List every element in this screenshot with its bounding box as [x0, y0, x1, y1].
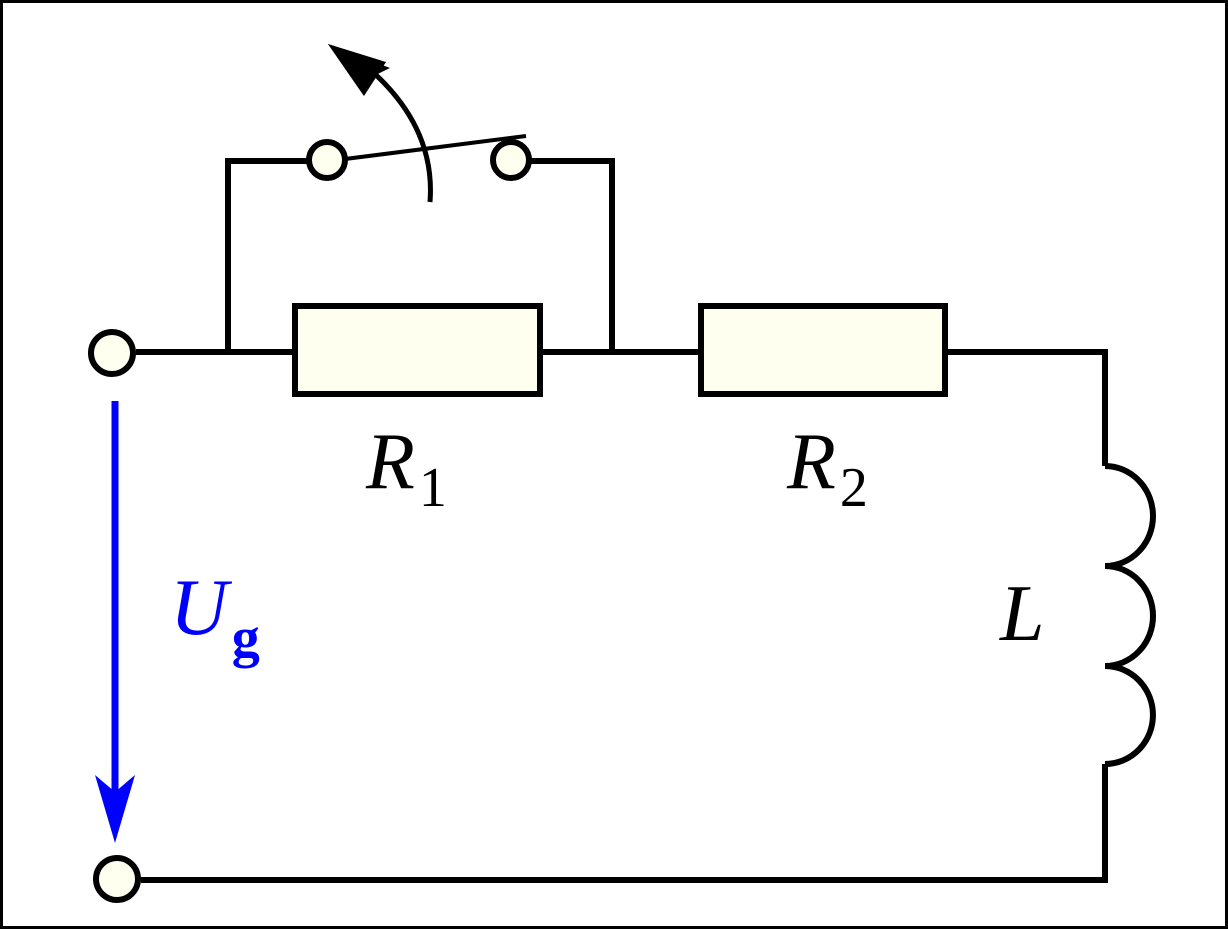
terminal-bottom — [93, 855, 141, 903]
wire-bypass-right — [528, 158, 615, 352]
open-switch-icon — [328, 44, 433, 203]
switch — [306, 44, 532, 203]
wires — [136, 158, 1108, 883]
resistor-r1 — [292, 303, 543, 397]
wire-r2-to-inductor — [945, 349, 1108, 466]
label-inductor: L — [999, 570, 1045, 658]
label-r1: R1 — [365, 418, 447, 519]
wire-inductor-to-return — [141, 764, 1108, 883]
label-voltage: Ug — [170, 564, 260, 669]
wire-bypass-left — [225, 158, 307, 352]
switch-contact-right — [490, 139, 532, 181]
terminal-top — [88, 329, 136, 377]
arrow-down-icon — [95, 401, 135, 843]
switch-blade — [344, 134, 527, 161]
resistor-r2 — [698, 303, 948, 397]
switch-contact-left — [306, 139, 348, 181]
inductor-coil — [1104, 463, 1156, 767]
label-r2: R2 — [786, 418, 868, 519]
